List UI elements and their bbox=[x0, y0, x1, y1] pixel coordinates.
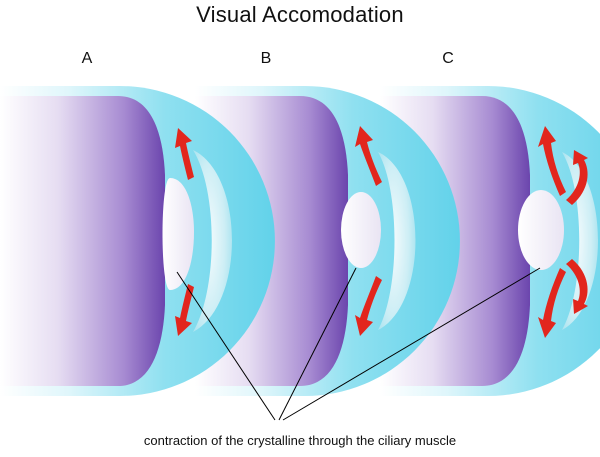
eye-c-ciliary-arrow-bottom bbox=[538, 268, 566, 338]
eye-c-cornea bbox=[562, 152, 598, 330]
leader-line-c bbox=[282, 267, 541, 421]
eye-c-ciliary-arrow-bottom-outer bbox=[566, 259, 588, 314]
eye-label-a: A bbox=[81, 50, 93, 67]
diagram-title: Visual Accomodation bbox=[196, 2, 404, 27]
eye-label-b: B bbox=[260, 50, 272, 67]
eye-b-ciliary-arrow-bottom bbox=[355, 276, 382, 336]
eye-a-lens bbox=[162, 178, 194, 290]
eye-a-iris bbox=[0, 96, 165, 386]
caption-leader-lines bbox=[176, 267, 541, 421]
diagram-caption: contraction of the crystalline through t… bbox=[143, 433, 457, 448]
eye-a-cornea bbox=[193, 150, 232, 332]
eye-a-ciliary-arrow-bottom bbox=[175, 284, 194, 336]
eye-b-ciliary-arrow-top bbox=[355, 126, 382, 186]
eye-label-c: C bbox=[442, 50, 454, 67]
eye-a-ciliary-arrow-top bbox=[175, 128, 194, 180]
eye-b-lens bbox=[341, 192, 381, 268]
eye-c-lens bbox=[518, 190, 564, 270]
eye-a bbox=[0, 86, 275, 396]
eye-c-ciliary-arrow-top bbox=[538, 126, 566, 196]
eye-b-cornea bbox=[378, 152, 416, 330]
leader-line-b bbox=[278, 267, 357, 421]
leader-line-a bbox=[176, 271, 276, 421]
eye-c-ciliary-arrow-top-outer bbox=[566, 150, 588, 205]
